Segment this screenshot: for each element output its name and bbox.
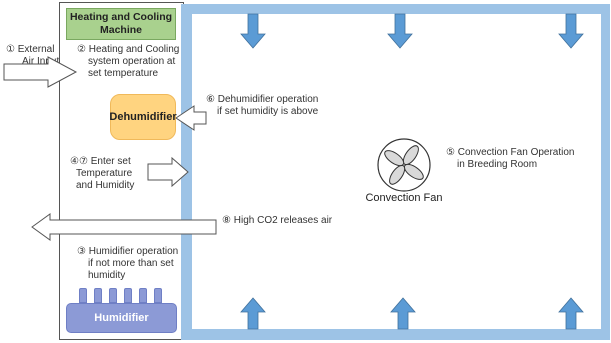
co2-release-text: High CO2 releases air	[233, 215, 333, 226]
enter-set-line3: and Humidity	[76, 180, 135, 191]
room-wall-right	[601, 4, 610, 340]
air-down-arrow	[558, 13, 584, 49]
air-down-arrow	[240, 13, 266, 49]
air-up-arrow	[390, 297, 416, 330]
co2-release-arrow	[31, 213, 217, 241]
external-air-line1: External	[17, 44, 55, 55]
room-wall-top	[181, 4, 610, 14]
step-marker: ②	[77, 44, 86, 55]
convection-step-label: ⑤ Convection Fan Operation	[446, 147, 574, 159]
humidifier-nozzle	[139, 288, 147, 303]
convection-fan-label: Convection Fan	[365, 192, 443, 204]
dehumidifier-step-label: ⑥ Dehumidifier operation	[206, 94, 318, 106]
enter-set-arrow	[147, 156, 189, 188]
co2-release-label: ⑧ High CO2 releases air	[222, 215, 332, 227]
step-marker: ⑥	[206, 94, 215, 105]
dehumidifier-step-line2: if set humidity is above	[217, 106, 319, 117]
humidifier-label: Humidifier	[94, 312, 149, 324]
step-marker: ③	[77, 246, 86, 257]
system-operation-label: ② Heating and Cooling	[77, 44, 179, 56]
humidifier-step-line2: if not more than set	[88, 258, 174, 269]
external-air-arrow	[3, 56, 78, 88]
enter-set-line1: Enter set	[90, 156, 131, 167]
system-operation-line3: set temperature	[88, 68, 159, 79]
machine-title: Heating and Cooling Machine	[69, 11, 173, 36]
external-air-line2: Air Input	[22, 56, 60, 67]
air-down-arrow	[387, 13, 413, 49]
dehumidifier-label: Dehumidifier	[109, 111, 177, 123]
humidifier-nozzle	[94, 288, 102, 303]
dehumidifier-step-line1: Dehumidifier operation	[217, 94, 319, 105]
external-air-label: ① External	[6, 44, 54, 56]
enter-set-label: ④⑦ Enter set	[70, 156, 131, 168]
convection-step-line2: in Breeding Room	[457, 159, 538, 170]
system-operation-line2: system operation at	[88, 56, 176, 67]
humidifier-nozzle	[154, 288, 162, 303]
air-up-arrow	[558, 297, 584, 330]
humidifier-step-line1: Humidifier operation	[88, 246, 179, 257]
room-wall-bottom	[181, 329, 610, 340]
system-operation-line1: Heating and Cooling	[88, 44, 180, 55]
air-up-arrow	[240, 297, 266, 330]
heating-cooling-machine: Heating and Cooling Machine	[66, 8, 176, 40]
step-marker: ④⑦	[70, 156, 88, 167]
enter-set-line2: Temperature	[76, 168, 133, 179]
dehumidifier-unit: Dehumidifier	[109, 94, 177, 140]
step-marker: ①	[6, 44, 15, 55]
humidifier-step-line3: humidity	[88, 270, 126, 281]
humidifier-nozzle	[109, 288, 117, 303]
humidifier-nozzle	[124, 288, 132, 303]
convection-fan-icon	[377, 138, 431, 192]
humidifier-unit: Humidifier	[66, 303, 177, 333]
convection-step-line1: Convection Fan Operation	[457, 147, 575, 158]
humidifier-nozzle	[79, 288, 87, 303]
step-marker: ⑤	[446, 147, 455, 158]
dehumidifier-intake-arrow	[175, 105, 207, 131]
step-marker: ⑧	[222, 215, 231, 226]
humidifier-step-label: ③ Humidifier operation	[77, 246, 178, 258]
